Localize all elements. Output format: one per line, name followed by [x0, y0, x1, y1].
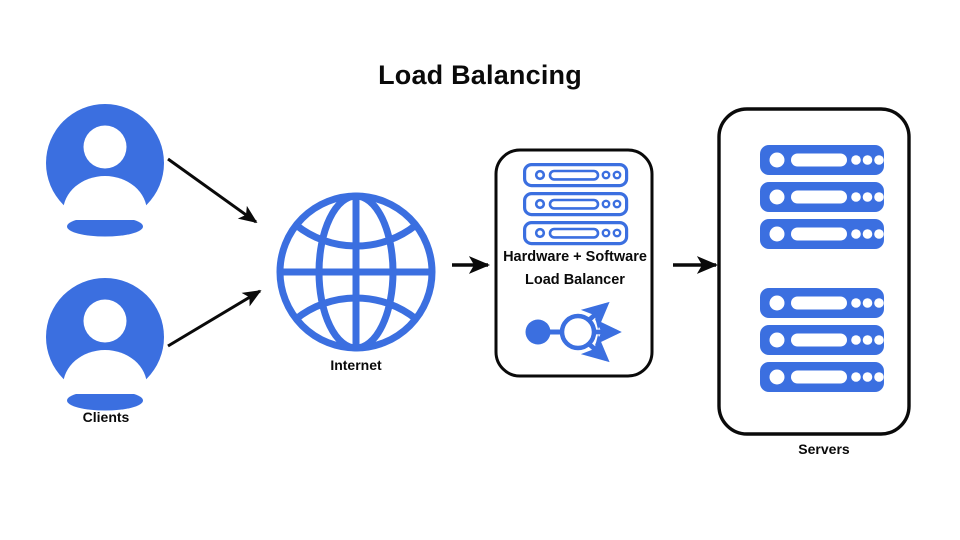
server-item[interactable] [760, 362, 884, 392]
server-item[interactable] [760, 288, 884, 318]
connector-client-top-to-internet [167, 157, 258, 224]
load-balancer-label-line2: Load Balancer [525, 272, 625, 288]
distribution-fanout-icon [525, 301, 622, 363]
servers-box[interactable] [717, 107, 911, 436]
internet-globe-icon[interactable] [280, 196, 432, 348]
connector-client-bottom-to-internet [167, 289, 262, 348]
server-group-top [760, 145, 884, 249]
servers-label: Servers [798, 441, 850, 457]
client-avatar-bottom[interactable] [46, 278, 164, 411]
load-balancer-box[interactable] [494, 148, 654, 378]
clients-group [46, 104, 164, 411]
server-item[interactable] [760, 145, 884, 175]
server-item[interactable] [760, 182, 884, 212]
internet-label: Internet [330, 357, 382, 373]
load-balancer-label-line1: Hardware + Software [503, 249, 647, 265]
server-group-bottom [760, 288, 884, 392]
client-avatar-top[interactable] [46, 104, 164, 237]
diagram-title: Load Balancing [378, 60, 582, 90]
server-item[interactable] [760, 219, 884, 249]
server-item[interactable] [760, 325, 884, 355]
clients-label: Clients [82, 409, 130, 425]
